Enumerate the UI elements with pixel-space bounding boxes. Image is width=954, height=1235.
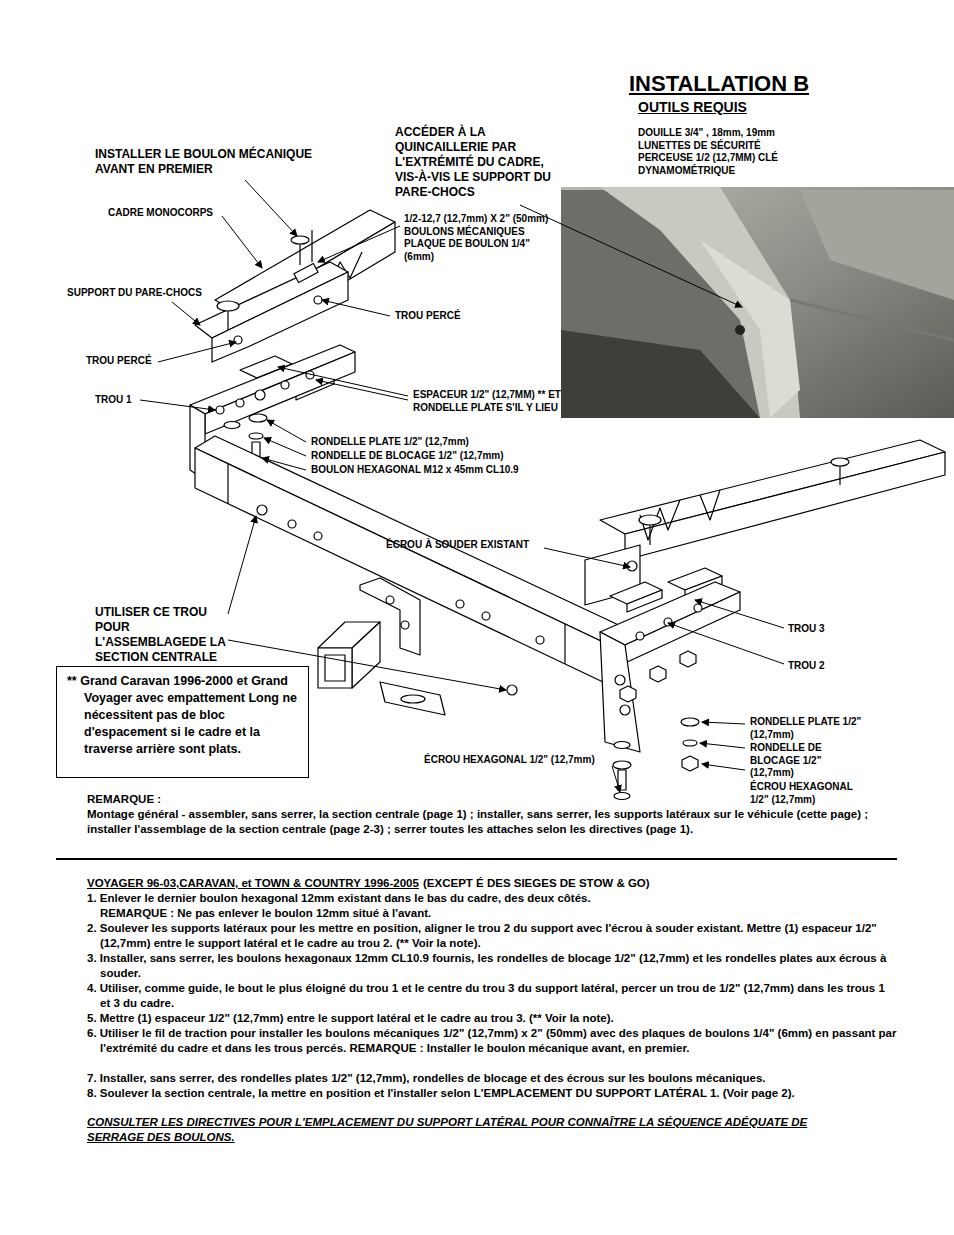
callout-label: UTILISER CE TROU POUR L'ASSEMBLAGEDE LA … [95,605,235,665]
frame-photo [561,187,954,418]
callout-label: OUTILS REQUIS [638,100,747,115]
callout-label: 6. Utiliser le fil de traction pour inst… [87,1026,897,1056]
callout-label: VOYAGER 96-03,CARAVAN, et TOWN & COUNTRY… [87,876,419,891]
callout-label: 7. Installer, sans serrer, des rondelles… [87,1071,897,1086]
callout-label: (EXCEPT É DES SIEGES DE STOW & GO) [423,876,650,891]
callout-label: ÉCROU HEXAGONAL 1/2" (12,7mm) [750,781,870,806]
callout-label: TROU 1 [95,394,132,407]
note-box: ** Grand Caravan 1996-2000 et Grand Voya… [56,666,309,778]
callout-label: TROU PERCÉ [86,355,152,368]
callout-label: CONSULTER LES DIRECTIVES POUR L'EMPLACEM… [87,1115,867,1145]
callout-label: RONDELLE DE BLOCAGE 1/2" (12,7mm) [750,742,862,780]
callout-label: 3. Installer, sans serrer, les boulons h… [87,951,897,981]
separator-rule [56,858,897,860]
callout-label: REMARQUE : [87,792,161,807]
callout-label: RONDELLE DE BLOCAGE 1/2" (12,7mm) [311,450,504,463]
note-text: ** Grand Caravan 1996-2000 et Grand Voya… [84,673,300,758]
callout-label: REMARQUE : Ne pas enlever le boulon 12mm… [100,906,890,921]
callout-label: 4. Utiliser, comme guide, le bout le plu… [87,981,897,1011]
callout-label: TROU 3 [788,623,825,636]
callout-label: INSTALLER LE BOULON MÉCANIQUE AVANT EN P… [95,147,335,177]
callout-label: CADRE MONOCORPS [108,207,213,220]
callout-label: RONDELLE PLATE 1/2" (12,7mm) [750,716,862,741]
callout-label: RONDELLE PLATE 1/2" (12,7mm) [311,436,469,449]
callout-label: 1/2-12,7 (12,7mm) X 2" (50mm) BOULONS MÉ… [404,213,556,263]
callout-label: BOULON HEXAGONAL M12 x 45mm CL10.9 [311,464,519,477]
callout-label: 8. Soulever la section centrale, la mett… [87,1086,897,1101]
callout-label: ACCÉDER À LA QUINCAILLERIE PAR L'EXTRÉMI… [395,125,565,200]
page-title: INSTALLATION B [629,70,809,98]
callout-label: 5. Mettre (1) espaceur 1/2" (12,7mm) ent… [87,1011,897,1026]
callout-label: ESPACEUR 1/2" (12,7MM) ** ET RONDELLE PL… [413,389,563,414]
callout-label: TROU 2 [788,660,825,673]
callout-label: 1. Enlever le dernier boulon hexagonal 1… [87,891,897,906]
callout-label: ÉCROU À SOUDER EXISTANT [386,539,529,552]
callout-label: 2. Soulever les supports latéraux pour l… [87,921,897,951]
callout-label: SUPPORT DU PARE-CHOCS [67,287,202,300]
callout-label: TROU PERCÉ [395,310,461,323]
callout-label: ÉCROU HEXAGONAL 1/2" (12,7mm) [424,754,595,767]
callout-label: Montage général - assembler, sans serrer… [87,807,877,837]
callout-label: DOUILLE 3/4" , 18mm, 19mm LUNETTES DE SÉ… [638,127,808,177]
